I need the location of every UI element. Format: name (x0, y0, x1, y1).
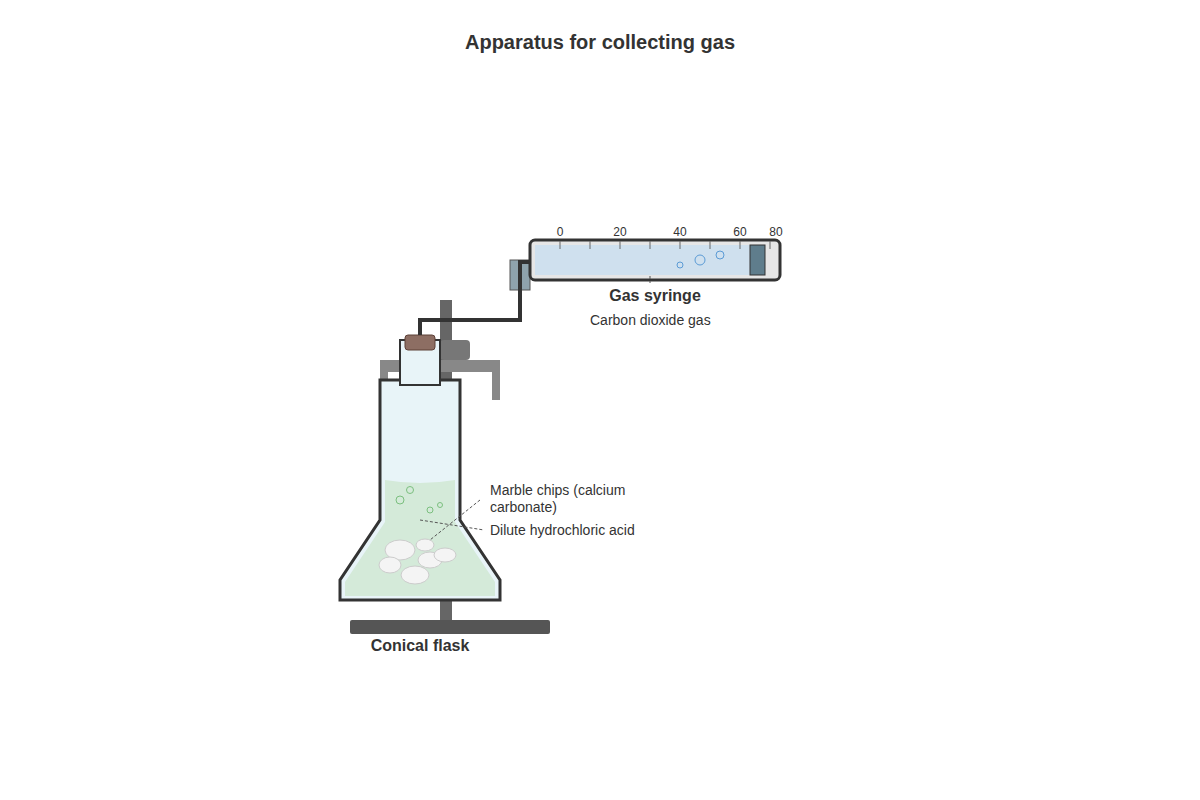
diagram-title: Apparatus for collecting gas (0, 31, 1200, 54)
clamp-jaw (492, 360, 500, 400)
leader-line (650, 276, 651, 283)
scale-ticks (560, 241, 770, 249)
scale-number: 20 (613, 224, 626, 241)
stand-base (350, 620, 550, 634)
stopper (405, 335, 435, 350)
scale-tick (560, 241, 561, 249)
marble-chips (379, 539, 456, 584)
callout-label: Marble chips (calcium carbonate) (490, 482, 630, 516)
scale-number: 0 (557, 224, 564, 241)
callout-label: Dilute hydrochloric acid (490, 522, 635, 539)
scale-tick (650, 241, 651, 249)
gas-bubbles (396, 487, 443, 514)
leader-line (420, 520, 484, 530)
scale-tick (710, 241, 711, 249)
scale-tick (770, 241, 771, 249)
collected-gas (535, 245, 750, 275)
callout-label: Carbon dioxide gas (590, 312, 711, 329)
scale-number: 80 (769, 224, 782, 241)
syringe-barrel (530, 240, 780, 280)
acid-liquid (345, 480, 495, 596)
flask-node: Conical flask (340, 335, 500, 655)
scale-number: 40 (673, 224, 686, 241)
leader-line (430, 500, 480, 540)
gas-bubbles (677, 251, 724, 268)
plunger (750, 245, 765, 275)
scale-tick (740, 241, 741, 249)
scale-tick (590, 241, 591, 249)
scale-tick (620, 241, 621, 249)
delivery-tube (420, 262, 530, 335)
part-name: Conical flask (371, 637, 470, 655)
boss-head (440, 340, 470, 360)
clamp-jaw (380, 360, 388, 380)
scale-tick (680, 241, 681, 249)
flask-outline (340, 380, 500, 600)
part-name: Gas syringe (609, 287, 701, 305)
scale-number: 60 (733, 224, 746, 241)
